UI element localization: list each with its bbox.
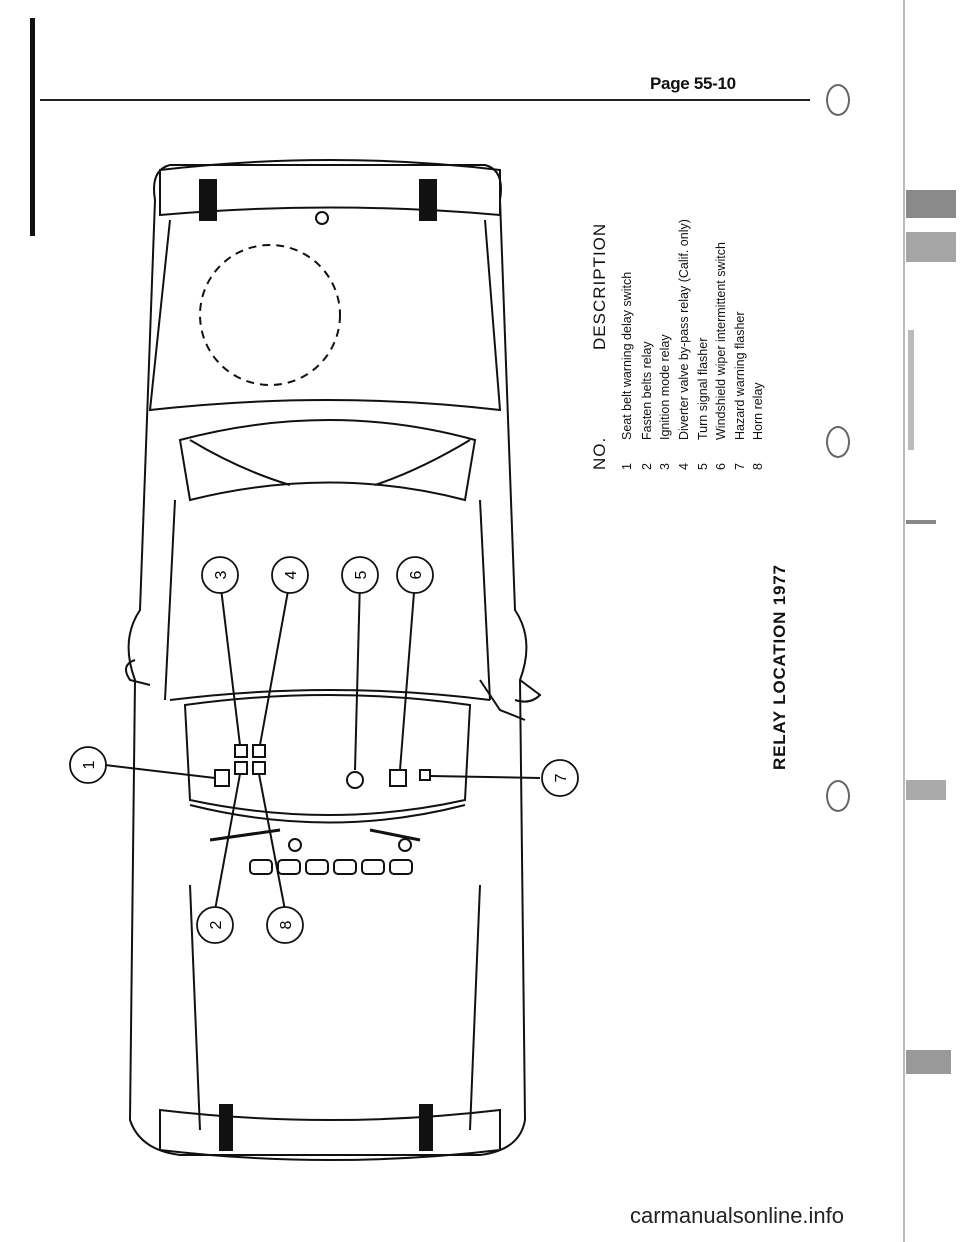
callout-label-5: 5 <box>353 570 370 579</box>
watermark: carmanualsonline.info <box>630 1203 845 1228</box>
row-number: 2 <box>640 463 654 470</box>
callout-circle-5 <box>341 556 379 594</box>
page-number: Page 55-10 <box>650 74 736 93</box>
callout-label-3: 3 <box>213 570 230 579</box>
binder-hole-icon <box>826 84 850 116</box>
row-description: Turn signal flasher <box>696 337 710 440</box>
callout-circle-7 <box>541 759 579 797</box>
callout-circle-3 <box>201 556 239 594</box>
row-description: Seat belt warning delay switch <box>620 271 634 440</box>
row-description: Diverter valve by-pass relay (Calif. onl… <box>677 219 691 440</box>
figure-caption: RELAY LOCATION 1977 <box>770 564 789 770</box>
callout-label-6: 6 <box>408 570 425 579</box>
row-description: Fasten belts relay <box>640 341 654 440</box>
binder-hole-icon <box>826 780 850 812</box>
table-header-no: NO. <box>590 436 609 470</box>
callout-label-8: 8 <box>278 920 295 929</box>
table-header-description: DESCRIPTION <box>590 222 609 350</box>
car-top-view-diagram: 1 2 3 4 5 6 7 8 <box>69 159 579 1161</box>
callout-circle-6 <box>396 556 434 594</box>
row-number: 5 <box>696 463 710 470</box>
callout-label-4: 4 <box>283 570 300 579</box>
row-number: 8 <box>751 463 765 470</box>
row-number: 1 <box>620 463 634 470</box>
row-number: 3 <box>658 463 672 470</box>
callout-label-1: 1 <box>81 760 98 769</box>
row-description: Horn relay <box>751 382 765 440</box>
row-number: 7 <box>733 463 747 470</box>
scanned-edge-strip <box>903 0 956 1242</box>
callout-circle-8 <box>266 906 304 944</box>
callout-label-7: 7 <box>553 773 570 782</box>
callout-label-2: 2 <box>208 920 225 929</box>
header-rule <box>40 99 810 101</box>
callout-circle-4 <box>271 556 309 594</box>
callout-circle-2 <box>196 906 234 944</box>
row-number: 6 <box>714 463 728 470</box>
callout-circle-1 <box>69 746 107 784</box>
row-description: Windshield wiper intermittent switch <box>714 242 728 440</box>
page-edge-bar <box>30 18 35 236</box>
row-description: Ignition mode relay <box>658 334 672 440</box>
row-number: 4 <box>677 463 691 470</box>
row-description: Hazard warning flasher <box>733 311 747 440</box>
binder-hole-icon <box>826 426 850 458</box>
